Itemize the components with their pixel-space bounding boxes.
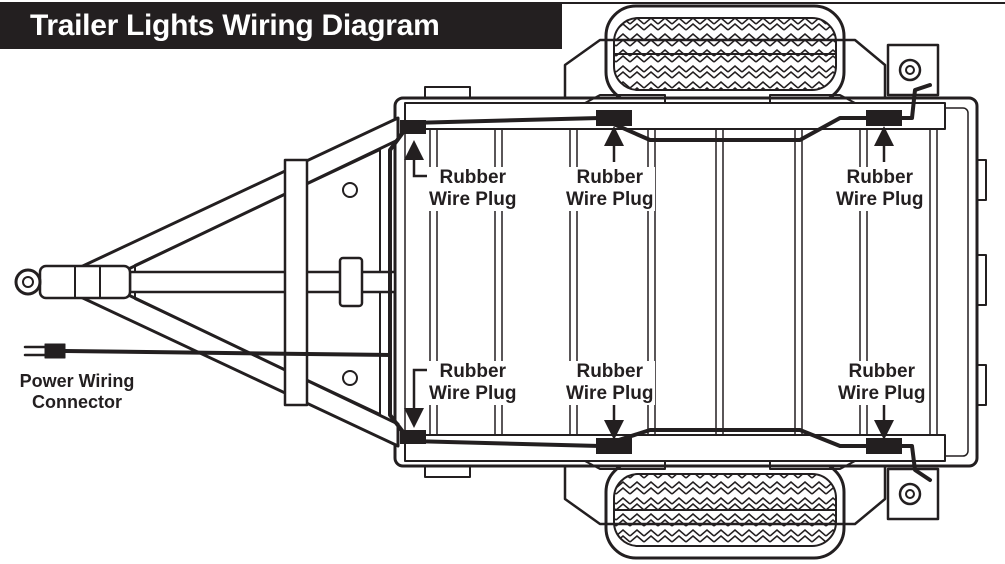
label-plug-front-top: Rubber Wire Plug	[427, 167, 519, 211]
hitch-coupler	[14, 264, 132, 300]
label-line: Rubber	[576, 167, 643, 188]
tire-top	[604, 4, 846, 104]
label-line: Rubber	[439, 361, 506, 382]
label-line: Wire Plug	[838, 383, 926, 404]
rubber-plug-mid-top	[596, 110, 632, 126]
rubber-plug-rear-top	[866, 110, 902, 126]
tire-bottom	[604, 460, 846, 560]
rubber-plug-mid-bottom	[596, 438, 632, 454]
trailer-bed	[393, 86, 987, 478]
label-line: Rubber	[576, 361, 643, 382]
rubber-plug-front-bottom	[400, 430, 426, 444]
power-plug	[23, 343, 66, 359]
label-line: Wire Plug	[836, 189, 924, 210]
label-line: Wire Plug	[429, 383, 517, 404]
label-plug-mid-top: Rubber Wire Plug	[564, 167, 656, 211]
rubber-plug-rear-bottom	[866, 438, 902, 454]
label-plug-front-bottom: Rubber Wire Plug	[427, 361, 519, 405]
tongue-frame	[68, 116, 400, 448]
rubber-plug-front-top	[400, 120, 426, 134]
label-line: Rubber	[846, 167, 913, 188]
fender-top	[563, 38, 887, 110]
label-line: Rubber	[848, 361, 915, 382]
tail-light-mount-bottom	[886, 467, 940, 521]
wiring-harness	[63, 83, 932, 482]
label-line: Power Wiring	[19, 371, 135, 391]
label-line: Rubber	[439, 167, 506, 188]
tail-light-mount-top	[886, 43, 940, 97]
fender-bottom	[563, 454, 887, 526]
label-plug-rear-top: Rubber Wire Plug	[834, 167, 926, 211]
label-line: Connector	[32, 392, 122, 412]
label-power-connector: Power Wiring Connector	[4, 371, 150, 413]
label-line: Wire Plug	[429, 189, 517, 210]
pointer-arrows	[404, 126, 894, 440]
label-plug-mid-bottom: Rubber Wire Plug	[564, 361, 656, 405]
label-line: Wire Plug	[566, 383, 654, 404]
label-plug-rear-bottom: Rubber Wire Plug	[836, 361, 928, 405]
diagram-title: Trailer Lights Wiring Diagram	[0, 2, 562, 49]
label-line: Wire Plug	[566, 189, 654, 210]
